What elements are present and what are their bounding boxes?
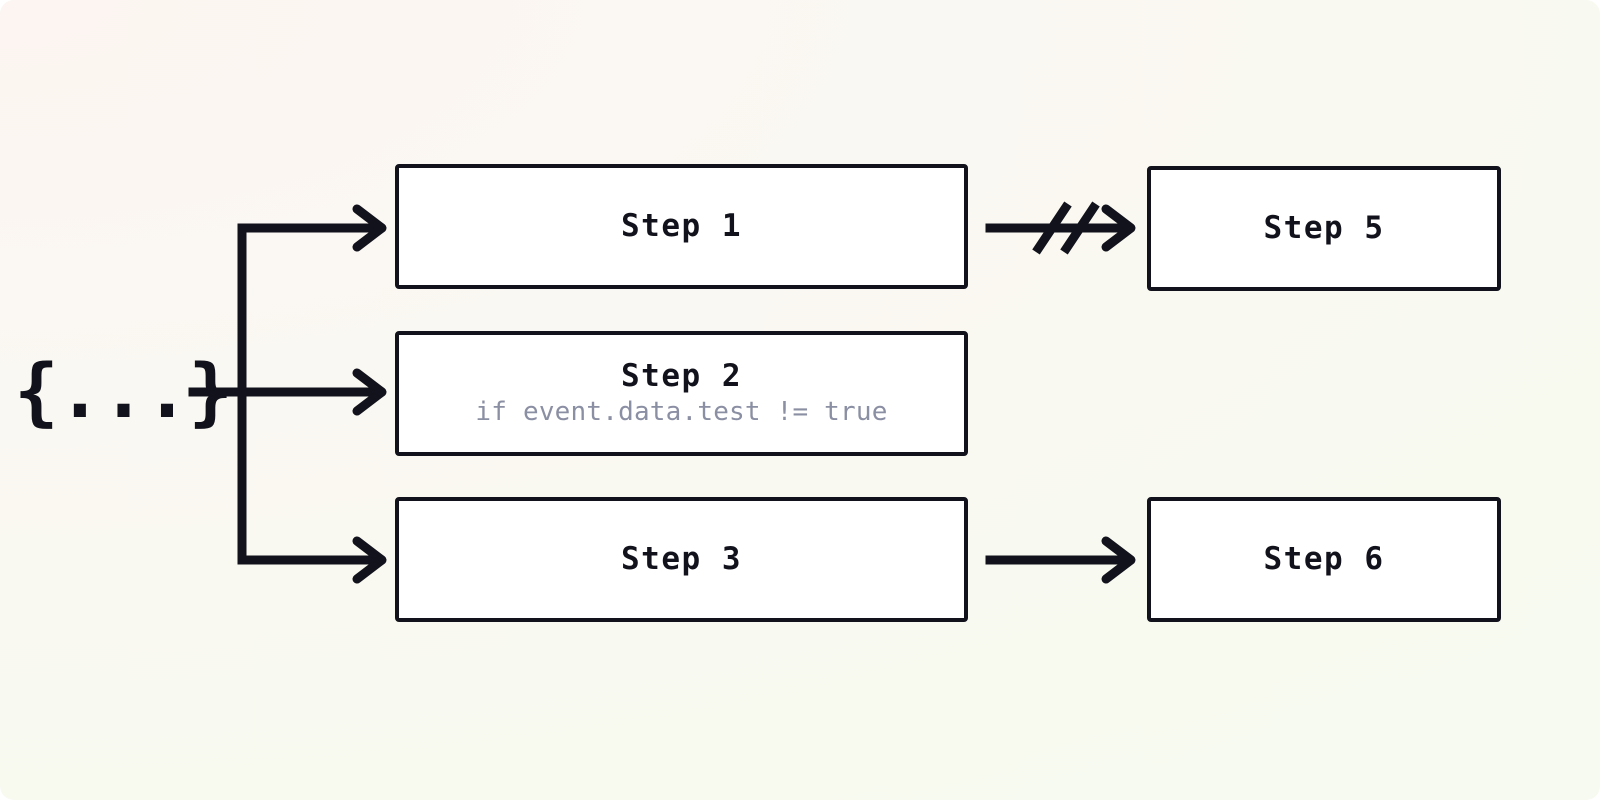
node-step-2-condition: if event.data.test != true	[475, 397, 888, 428]
arrowhead-step-6	[1101, 536, 1136, 584]
arrowhead-step-1	[352, 204, 387, 252]
node-step-2-label: Step 2	[621, 357, 742, 394]
node-step-5-label: Step 5	[1263, 209, 1385, 246]
node-step-3-label: Step 3	[621, 540, 742, 577]
node-step-1-label: Step 1	[621, 207, 742, 244]
node-step-2[interactable]: Step 2 if event.data.test != true	[395, 331, 968, 456]
arrowhead-step-5	[1101, 204, 1136, 252]
blocked-slash-mark-1	[1032, 201, 1072, 255]
node-step-6[interactable]: Step 6	[1147, 497, 1501, 622]
node-step-1[interactable]: Step 1	[395, 164, 968, 289]
arrowhead-step-3	[352, 536, 387, 584]
node-step-5[interactable]: Step 5	[1147, 166, 1501, 291]
node-step-3[interactable]: Step 3	[395, 497, 968, 622]
blocked-slash-mark-2	[1060, 201, 1100, 255]
node-step-6-label: Step 6	[1263, 540, 1385, 577]
arrowhead-step-2	[352, 368, 387, 416]
